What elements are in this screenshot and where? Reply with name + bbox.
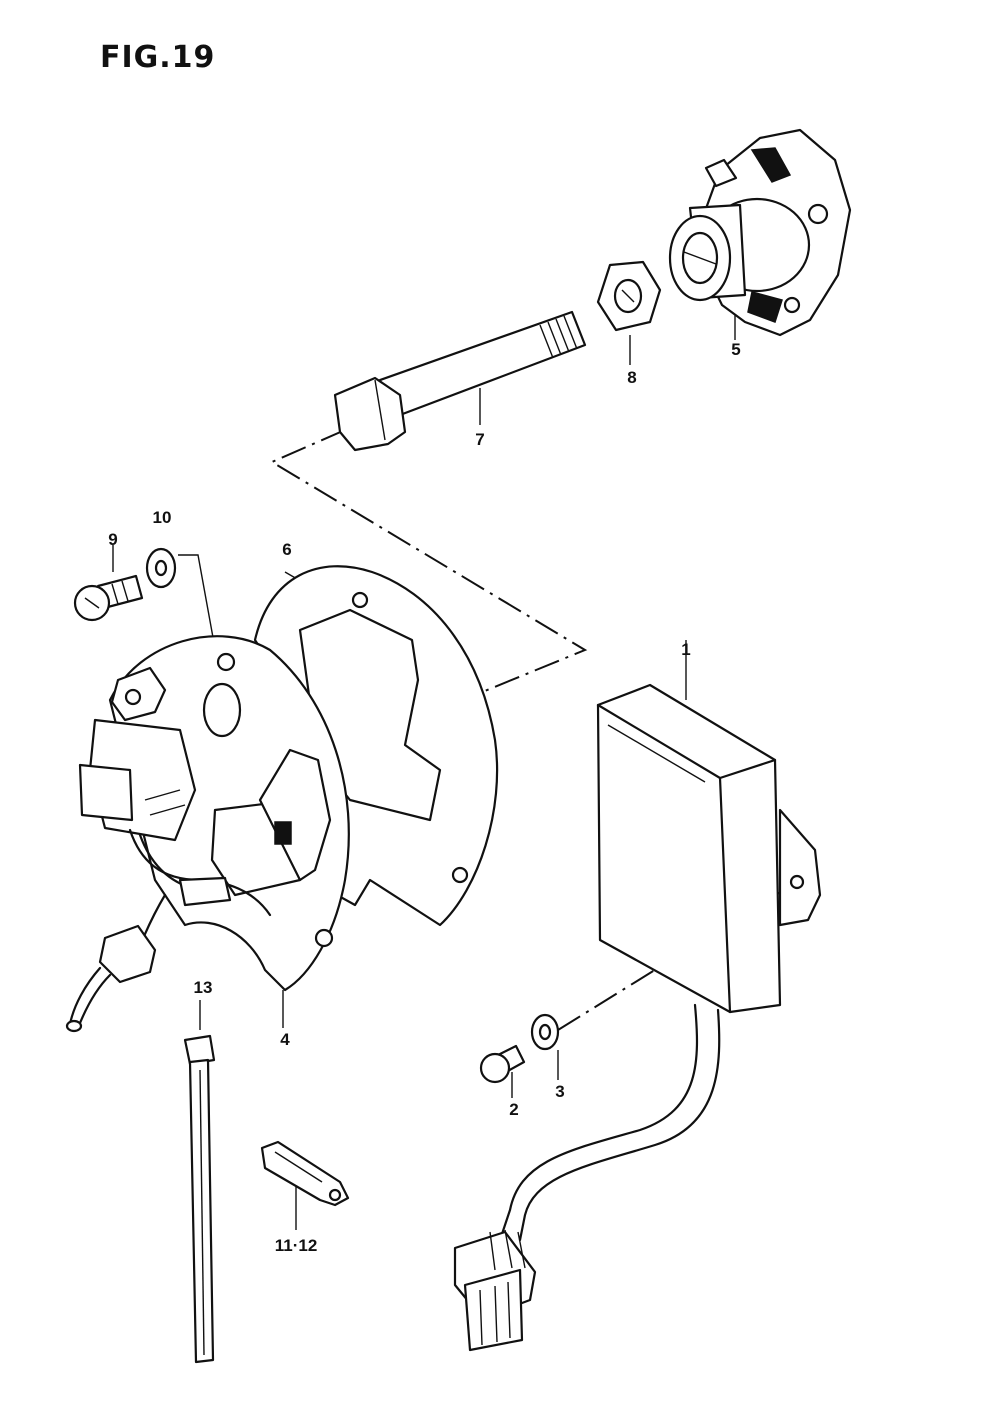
callout-part-7: 7 <box>475 430 485 449</box>
leader-10 <box>178 554 219 666</box>
bolt <box>333 310 587 452</box>
callout-part-8: 8 <box>627 368 637 387</box>
callout-part-1: 1 <box>681 640 691 659</box>
figure-title: FIG.19 <box>100 40 216 75</box>
callout-part-6: 6 <box>282 540 292 559</box>
callout-part-2: 2 <box>509 1100 519 1119</box>
unit-screw-and-washer <box>479 1013 560 1084</box>
pickup-coil-plate <box>65 635 350 1033</box>
callout-part-3: 3 <box>555 1082 565 1101</box>
callout-part-10: 10 <box>152 508 172 527</box>
callout-part-13: 13 <box>193 978 213 997</box>
callout-part-4: 4 <box>280 1030 290 1049</box>
callout-part-9: 9 <box>108 530 118 549</box>
signal-generator-rotor <box>668 128 852 337</box>
cable-tie <box>183 1034 216 1364</box>
igniter-unit <box>453 683 822 1352</box>
wire-clamp <box>260 1140 350 1207</box>
hex-nut <box>596 260 662 332</box>
callout-part-11-12: 11·12 <box>274 1236 318 1255</box>
callout-part-5: 5 <box>731 340 741 359</box>
screw-and-washer <box>73 547 177 622</box>
bolt-to-plate-connector-line <box>269 429 588 698</box>
